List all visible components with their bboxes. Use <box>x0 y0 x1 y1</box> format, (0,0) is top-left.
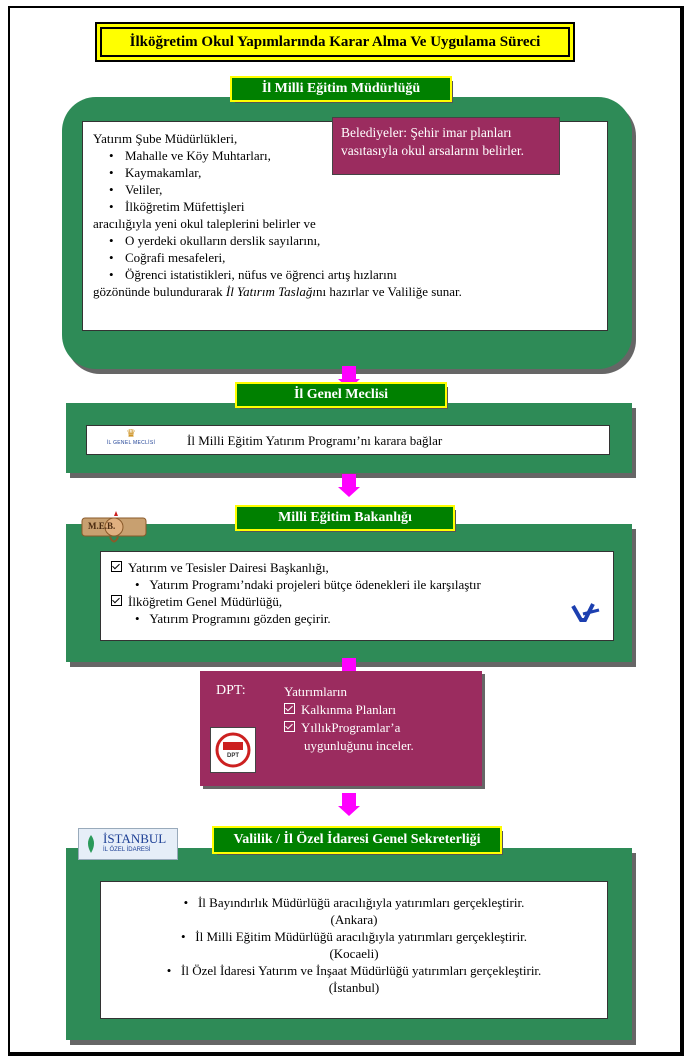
list-item: • İl Özel İdaresi Yatırım ve İnşaat Müdü… <box>166 963 542 978</box>
meb-logo-icon <box>81 511 147 543</box>
city-label: (İstanbul) <box>328 980 380 995</box>
dpt-label: DPT: <box>216 683 246 698</box>
list-item: • İl Milli Eğitim Müdürlüğü aracılığıyla… <box>180 929 528 944</box>
stage1-panel: Yatırım Şube Müdürlükleri, Mahalle ve Kö… <box>62 97 632 369</box>
closing-em: İl Yatırım Taslağı <box>225 284 316 299</box>
stage5-panel: • İl Bayındırlık Müdürlüğü aracılığıyla … <box>66 848 632 1040</box>
stage1-closing: gözönünde bulundurarak İl Yatırım Taslağ… <box>93 283 597 300</box>
stage3-item1-sub: • Yatırım Programı’ndaki projeleri bütçe… <box>135 577 481 592</box>
list-item: Coğrafi mesafeleri, <box>93 249 597 266</box>
il-genel-meclisi-logo: ♛ İL GENEL MECLİSİ <box>106 428 156 447</box>
dpt-logo-icon <box>215 732 251 768</box>
city-label: (Kocaeli) <box>329 946 379 961</box>
dpt-heading: Yatırımların <box>284 684 347 699</box>
page-frame <box>8 6 684 1056</box>
checkbox-icon <box>284 703 295 714</box>
stage3-label: Milli Eğitim Bakanlığı <box>235 505 455 531</box>
stage2-content: ♛ İL GENEL MECLİSİ İl Milli Eğitim Yatır… <box>86 425 610 455</box>
yatirim-logo-icon <box>571 603 600 622</box>
belediye-note: Belediyeler: Şehir imar planları vasıtas… <box>332 117 560 175</box>
checkbox-icon <box>284 721 295 732</box>
list-item: • İl Bayındırlık Müdürlüğü aracılığıyla … <box>183 895 525 910</box>
title-box: İlköğretim Okul Yapımlarında Karar Alma … <box>95 22 575 62</box>
dpt-logo: DPT <box>210 727 256 773</box>
list-item: Veliler, <box>93 181 597 198</box>
checkbox-icon <box>111 561 122 572</box>
stage5-label: Valilik / İl Özel İdaresi Genel Sekreter… <box>212 826 502 854</box>
stage1-list1: Mahalle ve Köy Muhtarları, Kaymakamlar, … <box>93 147 597 215</box>
stage3-item2: İlköğretim Genel Müdürlüğü, <box>111 593 603 610</box>
stage1-intro: Yatırım Şube Müdürlükleri, <box>93 131 238 146</box>
page-title: İlköğretim Okul Yapımlarında Karar Alma … <box>100 27 570 57</box>
istanbul-logo-icon <box>88 835 94 853</box>
dpt-panel: DPT: Yatırımların Kalkınma Planları Yıll… <box>200 671 482 786</box>
list-item: Kaymakamlar, <box>93 164 597 181</box>
dpt-tail: uygunluğunu inceler. <box>304 738 414 753</box>
closing-post: nı hazırlar ve Valiliğe sunar. <box>315 284 462 299</box>
list-item: Öğrenci istatistikleri, nüfus ve öğrenci… <box>93 266 597 283</box>
stage3-item2-sub: • Yatırım Programını gözden geçirir. <box>135 611 331 626</box>
stage2-panel: ♛ İL GENEL MECLİSİ İl Milli Eğitim Yatır… <box>66 403 632 473</box>
stage2-label: İl Genel Meclisi <box>235 382 447 408</box>
stage3-panel: Yatırım ve Tesisler Dairesi Başkanlığı, … <box>66 524 632 662</box>
list-item: Mahalle ve Köy Muhtarları, <box>93 147 597 164</box>
stage3-item1: Yatırım ve Tesisler Dairesi Başkanlığı, <box>111 559 603 576</box>
city-label: (Ankara) <box>330 912 378 927</box>
stage3-content: Yatırım ve Tesisler Dairesi Başkanlığı, … <box>100 551 614 641</box>
dpt-item-1: Kalkınma Planları <box>284 701 396 718</box>
checkbox-icon <box>111 595 122 606</box>
flow-arrow <box>338 474 360 498</box>
stage5-content: • İl Bayındırlık Müdürlüğü aracılığıyla … <box>100 881 608 1019</box>
meb-logo: M.E.B. <box>80 510 148 548</box>
closing-pre: gözönünde bulundurarak <box>93 284 226 299</box>
list-item: İlköğretim Müfettişleri <box>93 198 597 215</box>
stage1-list2: O yerdeki okulların derslik sayılarını, … <box>93 232 597 283</box>
list-item: O yerdeki okulların derslik sayılarını, <box>93 232 597 249</box>
stage1-middle: aracılığıyla yeni okul taleplerini belir… <box>93 216 316 231</box>
flow-arrow <box>338 793 360 817</box>
stage2-text: İl Milli Eğitim Yatırım Programı’nı kara… <box>187 433 443 448</box>
dpt-item-2: YıllıkProgramlar’a <box>284 719 400 736</box>
istanbul-logo: İSTANBUL İL ÖZEL İDARESİ <box>78 828 178 860</box>
stage1-label: İl Milli Eğitim Müdürlüğü <box>230 76 452 102</box>
